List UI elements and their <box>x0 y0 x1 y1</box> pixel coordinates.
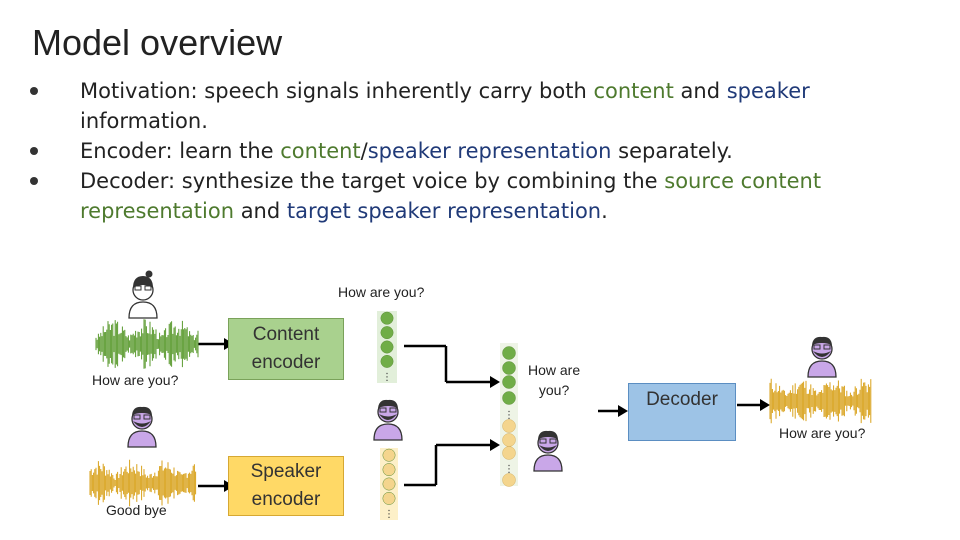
speaker-vector: ⋮ <box>380 448 398 520</box>
bullet-text-segment: speaker representation <box>367 139 612 163</box>
bullet-text-segment: content <box>280 139 361 163</box>
bullet-text-segment: Decoder: synthesize the target voice by … <box>80 169 665 193</box>
bullet-list: Motivation: speech signals inherently ca… <box>30 76 910 226</box>
bullet-text-segment: Encoder: learn the <box>80 139 281 163</box>
speaker-encoder-label: Speaker encoder <box>250 461 322 510</box>
bullet-text-segment: information. <box>80 109 208 133</box>
speaker-embedding-avatar-icon <box>373 399 403 441</box>
bullet-text-segment: separately. <box>611 139 733 163</box>
bullet-motivation: Motivation: speech signals inherently ca… <box>30 76 910 136</box>
bullet-text-segment: / <box>360 139 368 163</box>
output-speaker-avatar-icon <box>807 336 837 378</box>
connector-lines <box>198 342 760 488</box>
bullet-text-segment: speaker <box>726 79 810 103</box>
output-utterance-label: How are you? <box>779 425 866 441</box>
content-encoder-box: Content encoder <box>228 318 344 380</box>
content-vector: ⋮ <box>377 311 397 383</box>
bullet-dot-icon <box>30 147 38 155</box>
female-speaker-avatar-icon <box>128 270 158 319</box>
content-encoder-label: Content encoder <box>251 324 321 373</box>
vector-ellipsis: ⋮ <box>384 509 394 520</box>
bullet-text-segment: Motivation: speech signals inherently ca… <box>80 79 594 103</box>
bullet-text-segment: content <box>593 79 674 103</box>
target-utterance-label: Good bye <box>106 502 167 518</box>
svg-text:⋮: ⋮ <box>504 464 514 475</box>
bullet-decoder: Decoder: synthesize the target voice by … <box>30 166 910 226</box>
output-waveform <box>769 378 872 424</box>
bullet-encoder: Encoder: learn the content/speaker repre… <box>30 136 910 166</box>
bullet-dot-icon <box>30 87 38 95</box>
merged-vector: ⋮⋮ <box>500 343 518 487</box>
merged-utterance-label: How are you? <box>528 362 581 398</box>
target-waveform <box>89 459 197 507</box>
source-waveform <box>95 319 199 369</box>
bullet-text-segment: and <box>234 199 287 223</box>
source-utterance-label: How are you? <box>92 372 179 388</box>
bullet-text-segment: . <box>601 199 608 223</box>
top-utterance-label: How are you? <box>338 284 425 300</box>
speaker-encoder-box: Speaker encoder <box>228 456 344 516</box>
bullet-text-segment: target speaker representation <box>286 199 602 223</box>
decoder-box: Decoder <box>628 383 736 441</box>
decoder-label: Decoder <box>646 389 718 410</box>
bullet-text-segment: and <box>673 79 727 103</box>
bullet-text-segment: source content representation <box>80 169 822 223</box>
svg-text:⋮: ⋮ <box>504 410 514 421</box>
slide-title: Model overview <box>32 22 283 63</box>
target-speaker-avatar-icon <box>533 430 563 472</box>
bullet-dot-icon <box>30 177 38 185</box>
male-speaker-avatar-icon <box>127 406 157 448</box>
vector-ellipsis: ⋮ <box>382 372 392 383</box>
